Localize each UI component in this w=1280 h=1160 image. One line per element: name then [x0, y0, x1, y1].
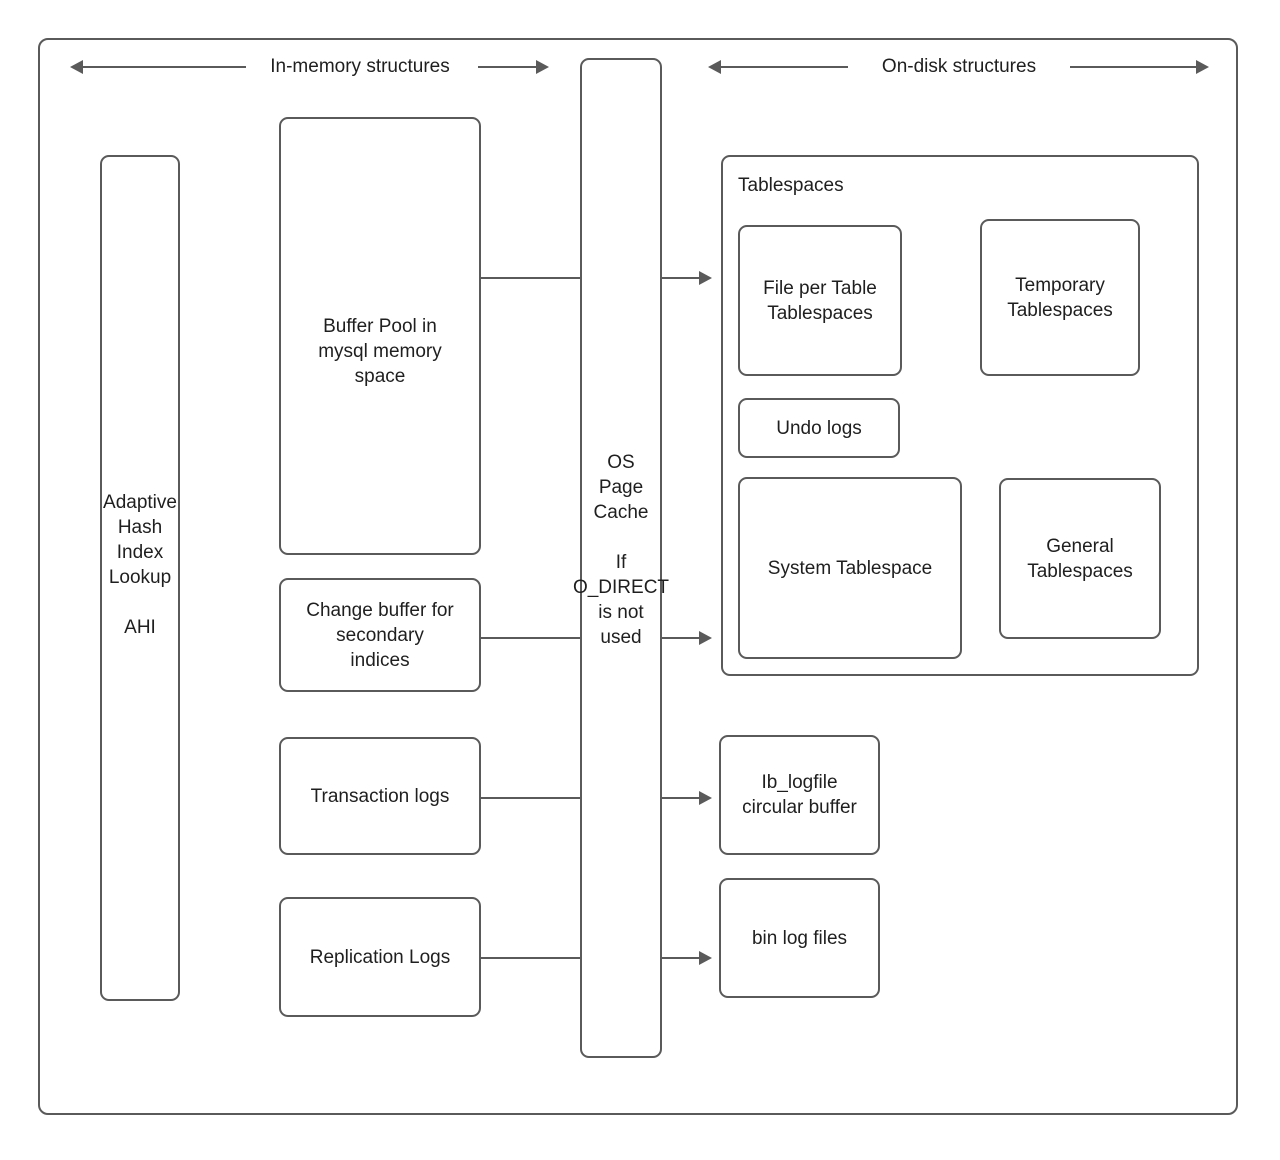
general-tablespaces-box[interactable]: General Tablespaces: [999, 478, 1161, 639]
on-disk-band-label: On-disk structures: [881, 56, 1037, 77]
on-disk-arrow-right-head: [1196, 60, 1209, 74]
in-memory-arrow-left-head: [70, 60, 83, 74]
temporary-tablespaces-box[interactable]: Temporary Tablespaces: [980, 219, 1140, 376]
buffer-pool-to-tablespaces-arrow: [699, 271, 712, 285]
transaction-logs-box[interactable]: Transaction logs: [279, 737, 481, 855]
bin-log-files-box[interactable]: bin log files: [719, 878, 880, 998]
on-disk-arrow-left-line: [720, 66, 848, 68]
in-memory-arrow-left-line: [82, 66, 246, 68]
on-disk-arrow-left-head: [708, 60, 721, 74]
change-buffer-box[interactable]: Change buffer for secondary indices: [279, 578, 481, 692]
os-page-cache-box[interactable]: [580, 58, 662, 1058]
transaction-logs-to-ib-logfile-arrow: [699, 791, 712, 805]
in-memory-arrow-right-head: [536, 60, 549, 74]
tablespaces-group-title: Tablespaces: [738, 175, 844, 196]
change-buffer-to-system-tablespace-arrow: [699, 631, 712, 645]
in-memory-arrow-right-line: [478, 66, 538, 68]
adaptive-hash-index-box[interactable]: [100, 155, 180, 1001]
on-disk-arrow-right-line: [1070, 66, 1198, 68]
in-memory-band-label: In-memory structures: [270, 56, 450, 77]
replication-logs-to-bin-log-arrow: [699, 951, 712, 965]
system-tablespace-box[interactable]: System Tablespace: [738, 477, 962, 659]
ib-logfile-box[interactable]: Ib_logfile circular buffer: [719, 735, 880, 855]
replication-logs-box[interactable]: Replication Logs: [279, 897, 481, 1017]
file-per-table-tablespaces-box[interactable]: File per Table Tablespaces: [738, 225, 902, 376]
undo-logs-box[interactable]: Undo logs: [738, 398, 900, 458]
buffer-pool-box[interactable]: Buffer Pool in mysql memory space: [279, 117, 481, 555]
